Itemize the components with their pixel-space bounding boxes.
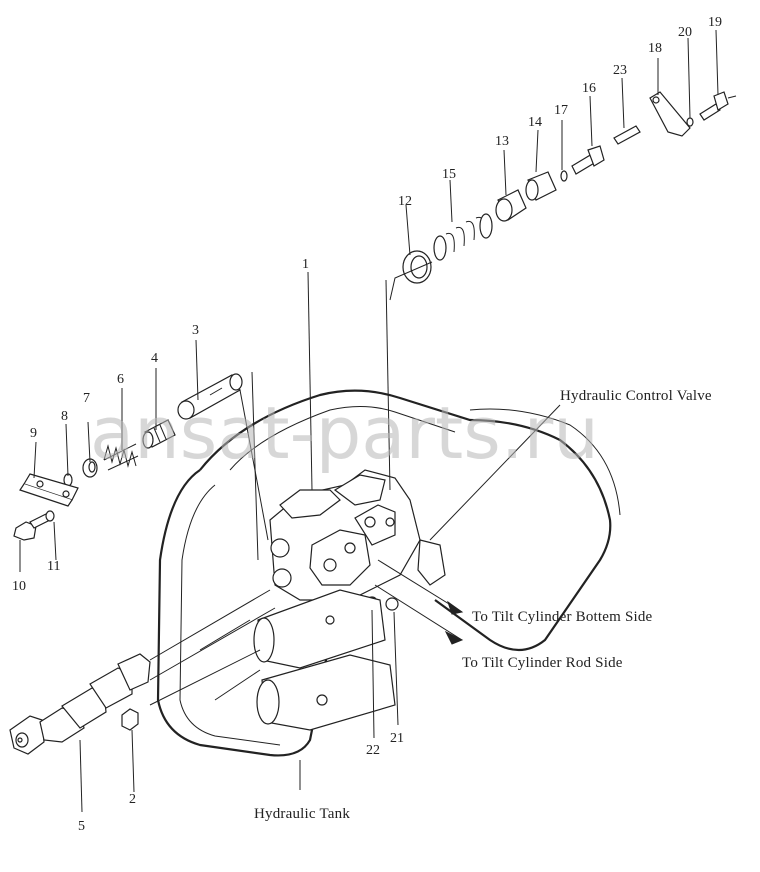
part-number-9: 9 — [30, 426, 37, 441]
label-hydraulic-control-valve: Hydraulic Control Valve — [560, 388, 712, 404]
part-number-4: 4 — [151, 351, 158, 366]
part-number-14: 14 — [528, 115, 542, 130]
part-number-12: 12 — [398, 194, 412, 209]
watermark: ansat-parts.ru — [90, 391, 599, 475]
part-number-5: 5 — [78, 819, 85, 834]
part-number-17: 17 — [554, 103, 568, 118]
part-number-16: 16 — [582, 81, 596, 96]
part-number-18: 18 — [648, 41, 662, 56]
main-spool-part5 — [9, 653, 151, 755]
part-number-8: 8 — [61, 409, 68, 424]
part-number-6: 6 — [117, 372, 124, 387]
upper-right-assembly — [402, 91, 737, 284]
callout-labels: Hydraulic Control Valve To Tilt Cylinder… — [254, 388, 712, 822]
part-number-15: 15 — [442, 167, 456, 182]
label-tilt-cylinder-bottom: To Tilt Cylinder Bottem Side — [472, 609, 653, 625]
part-number-10: 10 — [12, 579, 26, 594]
hydraulic-tank — [156, 389, 621, 757]
part-number-11: 11 — [47, 559, 60, 574]
part-number-3: 3 — [192, 323, 199, 338]
part-number-1: 1 — [302, 257, 309, 272]
leader-lines — [19, 29, 719, 813]
part-number-2: 2 — [129, 792, 136, 807]
plug-part2 — [121, 708, 139, 731]
part-number-21: 21 — [390, 731, 404, 746]
label-hydraulic-tank: Hydraulic Tank — [254, 806, 350, 822]
label-tilt-cylinder-rod: To Tilt Cylinder Rod Side — [462, 655, 623, 671]
part-number-19: 19 — [708, 15, 722, 30]
part-number-20: 20 — [678, 25, 692, 40]
left-spool-assembly — [13, 373, 243, 541]
part-number-22: 22 — [366, 743, 380, 758]
part-number-13: 13 — [495, 134, 509, 149]
part-number-labels: 1 2 3 4 5 6 7 8 9 10 11 12 13 14 15 16 1… — [12, 15, 722, 834]
part-number-23: 23 — [613, 63, 627, 78]
control-valve-body — [253, 469, 446, 731]
part-number-7: 7 — [83, 391, 90, 406]
